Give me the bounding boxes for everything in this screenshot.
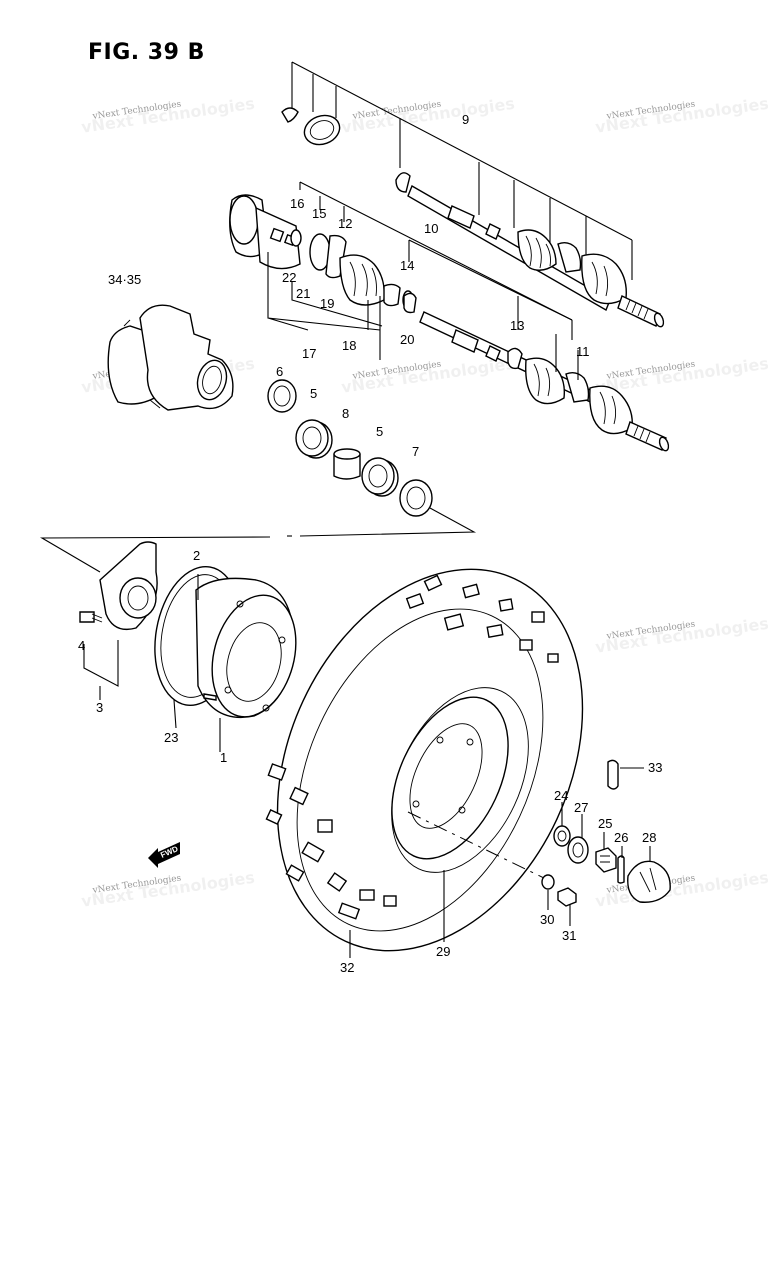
callout-16: 16	[290, 196, 304, 211]
callout-5-lower: 5	[376, 424, 383, 439]
callout-27: 27	[574, 800, 588, 815]
drive-shaft-lower	[408, 239, 670, 452]
callout-28: 28	[642, 830, 656, 845]
brake-drum	[154, 565, 297, 752]
callout-26: 26	[614, 830, 628, 845]
callout-18: 18	[342, 338, 356, 353]
drive-shaft-upper	[281, 61, 665, 328]
callout-8: 8	[342, 406, 349, 421]
callout-24: 24	[554, 788, 568, 803]
callout-10: 10	[424, 221, 438, 236]
wheel-and-tire	[265, 568, 584, 958]
steering-knuckle	[107, 304, 234, 411]
callout-4: 4	[78, 638, 85, 653]
callout-34-35: 34·35	[108, 272, 141, 287]
hub-flange	[79, 541, 158, 700]
callout-25: 25	[598, 816, 612, 831]
bearings-and-seals	[267, 379, 433, 517]
callout-29: 29	[436, 944, 450, 959]
figure-title: FIG. 39 B	[88, 40, 205, 65]
callout-20: 20	[400, 332, 414, 347]
hardware-parts	[541, 759, 671, 926]
inner-joint-parts	[229, 181, 573, 360]
callout-22: 22	[282, 270, 296, 285]
callout-23: 23	[164, 730, 178, 745]
callout-19: 19	[320, 296, 334, 311]
callout-11: 11	[576, 344, 590, 359]
callout-21: 21	[296, 286, 310, 301]
callout-6: 6	[276, 364, 283, 379]
callout-3: 3	[96, 700, 103, 715]
callout-5-upper: 5	[310, 386, 317, 401]
callout-17: 17	[302, 346, 316, 361]
callout-labels: 1 2 3 4 5 5 6 7 8 9 10 11 12 13 14 15 16…	[78, 112, 662, 975]
callout-1: 1	[220, 750, 227, 765]
callout-9: 9	[462, 112, 469, 127]
callout-15: 15	[312, 206, 326, 221]
forward-arrow-icon: FWD	[148, 842, 180, 868]
callout-30: 30	[540, 912, 554, 927]
callout-31: 31	[562, 928, 576, 943]
callout-32: 32	[340, 960, 354, 975]
callout-14: 14	[400, 258, 414, 273]
callout-33: 33	[648, 760, 662, 775]
callout-2: 2	[193, 548, 200, 563]
callout-13: 13	[510, 318, 524, 333]
callout-7: 7	[412, 444, 419, 459]
callout-12: 12	[338, 216, 352, 231]
